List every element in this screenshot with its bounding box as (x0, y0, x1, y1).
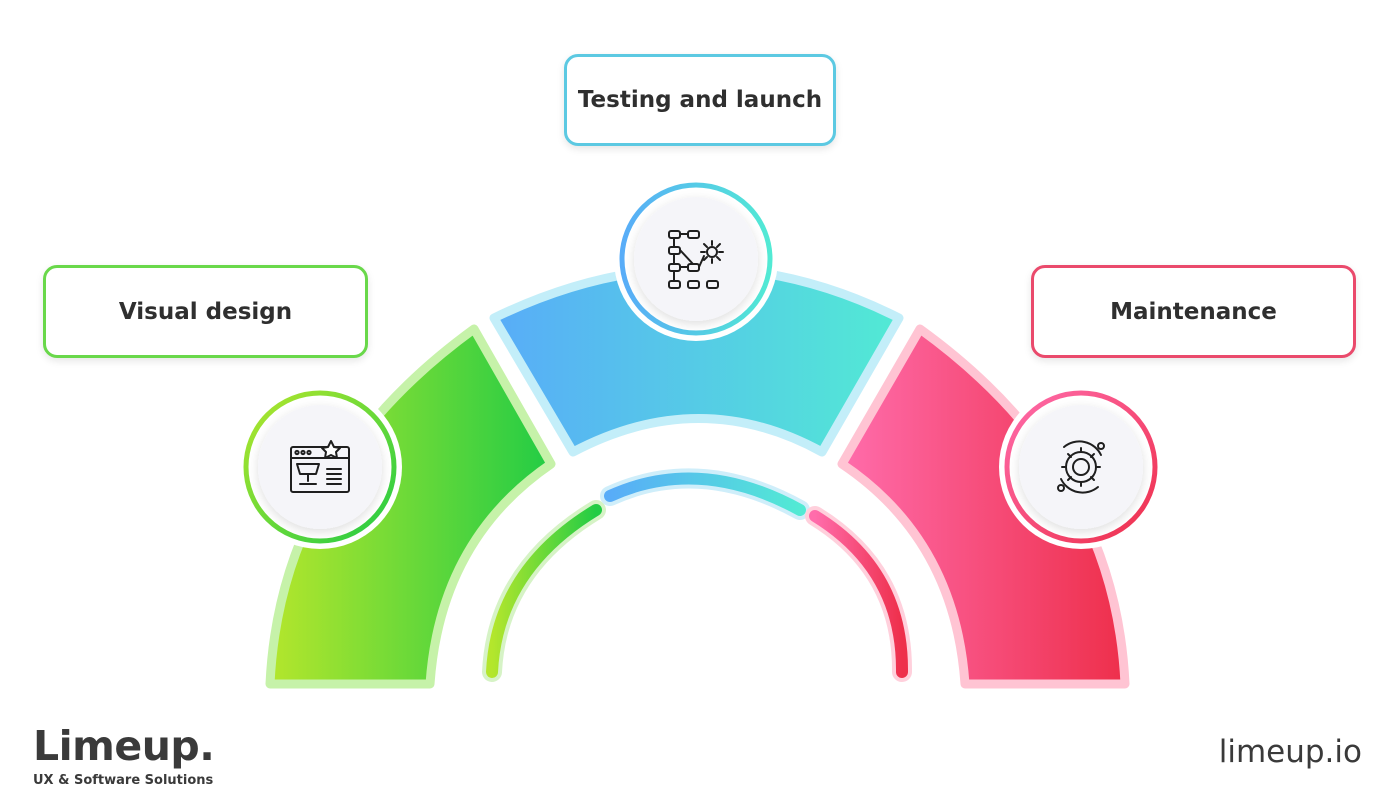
testing-launch-badge (614, 177, 778, 341)
inner-arc-red (809, 510, 909, 678)
web-design-icon (290, 440, 350, 493)
visual-design-badge (238, 385, 402, 549)
maintenance-label: Maintenance (1031, 265, 1356, 358)
website-link[interactable]: limeup.io (1218, 734, 1362, 770)
visual-design-label: Visual design (43, 265, 368, 358)
maintenance-gear-icon (1057, 440, 1105, 494)
inner-arc-blue (604, 472, 806, 516)
brand-tagline: UX & Software Solutions (33, 773, 214, 788)
brand-name: Limeup. (33, 722, 215, 770)
maintenance-badge (999, 385, 1163, 549)
inner-arc-green (486, 504, 602, 678)
brand-logo: Limeup. UX & Software Solutions (33, 722, 215, 789)
workflow-settings-icon (668, 230, 724, 289)
testing-launch-label: Testing and launch (564, 54, 836, 146)
